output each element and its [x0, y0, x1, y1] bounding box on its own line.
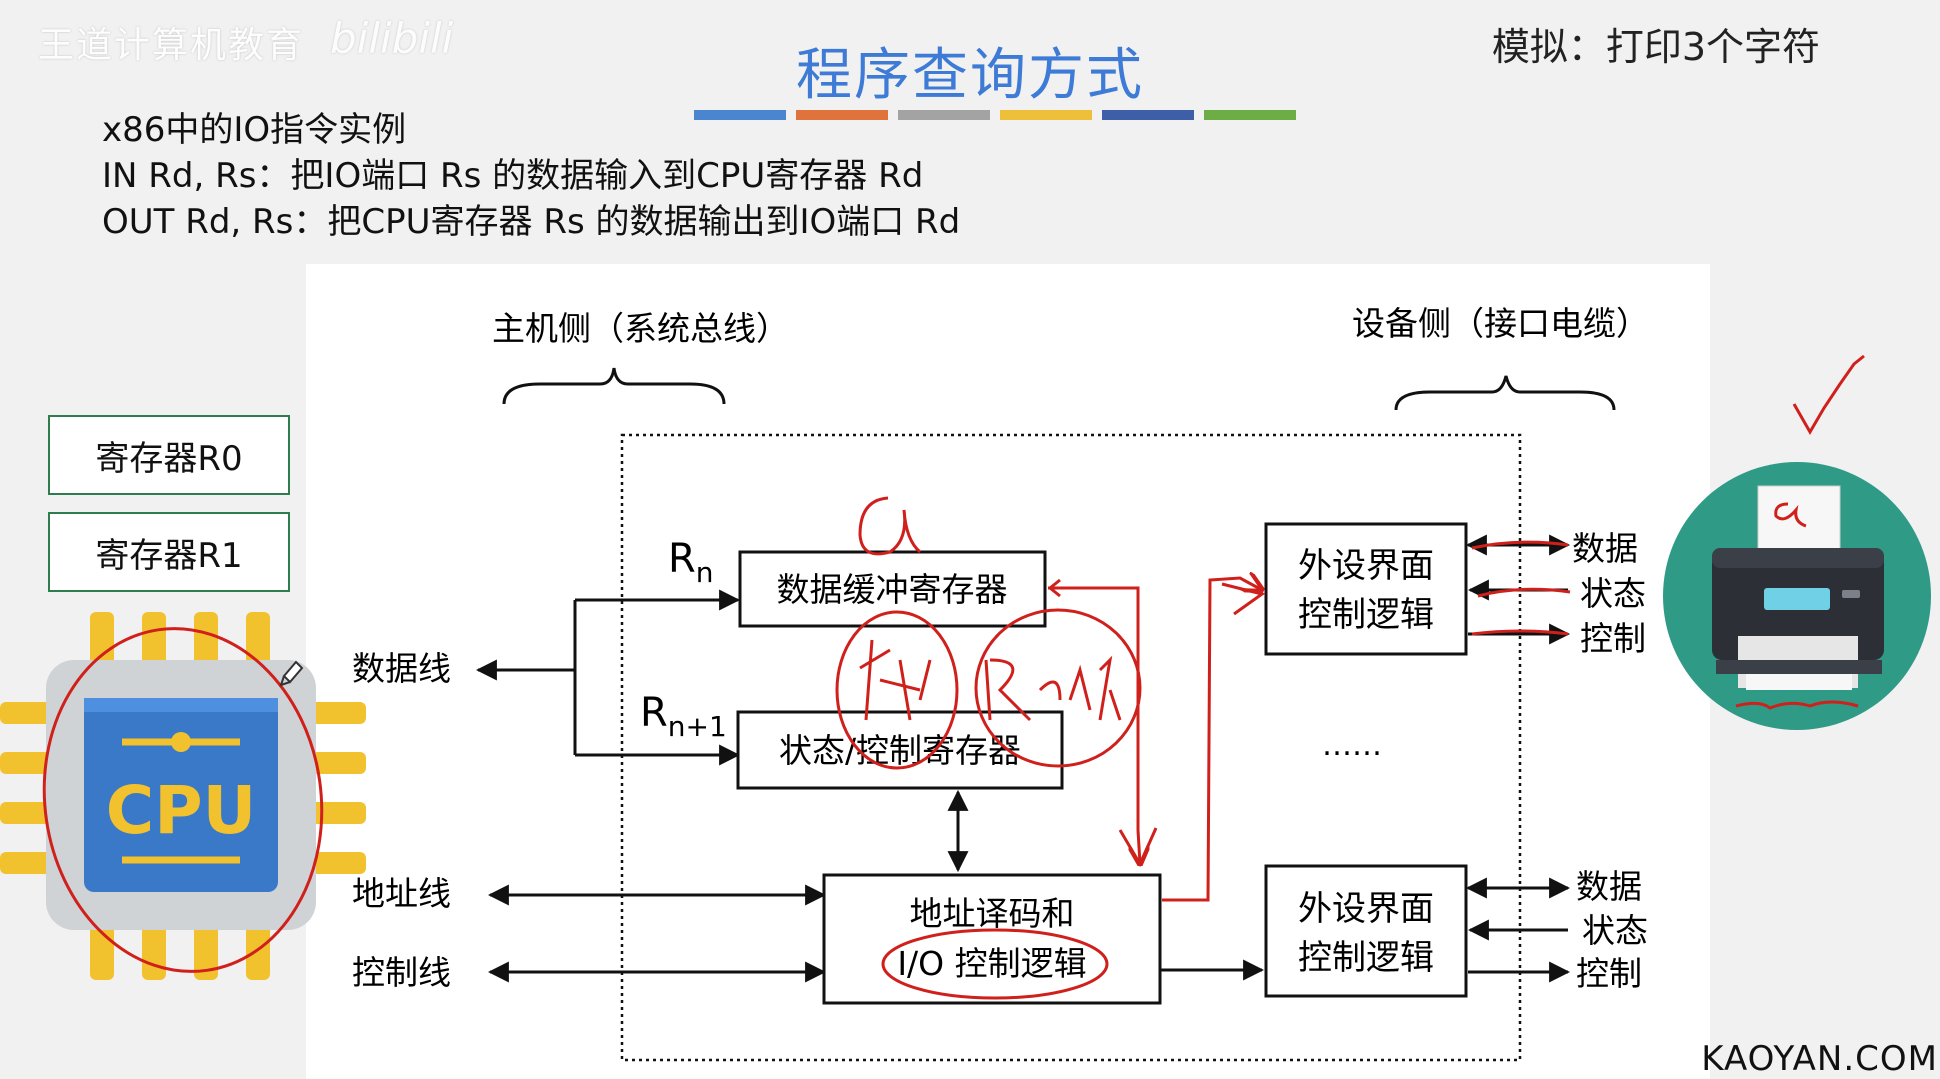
status-control-label: 状态/控制寄存器 [779, 731, 1021, 770]
device-side-bracket [1396, 376, 1614, 410]
footer-brand: KAOYAN.COM [1701, 1039, 1938, 1079]
signal-data-2: 数据 [1576, 867, 1642, 906]
rn1-label: Rn+1 [640, 690, 727, 743]
cpu-label: CPU [106, 772, 256, 849]
address-bus-label: 地址线 [352, 874, 451, 913]
device-ctrl-2-line2: 控制逻辑 [1298, 938, 1434, 978]
host-side-bracket [504, 368, 724, 404]
device-ctrl-1-line1: 外设界面 [1298, 546, 1434, 586]
rn-label: Rn [668, 536, 714, 589]
signal-control-1: 控制 [1580, 619, 1646, 658]
decoder-line2: I/O 控制逻辑 [897, 944, 1086, 983]
signal-control-2: 控制 [1576, 954, 1642, 993]
host-side-label: 主机侧（系统总线） [492, 309, 789, 348]
cpu-chip-icon: CPU [0, 612, 366, 980]
signal-status-2: 状态 [1582, 911, 1648, 950]
device-side-label: 设备侧（接口电缆） [1352, 304, 1649, 343]
control-bus-label: 控制线 [352, 953, 451, 992]
device-ctrl-1-line2: 控制逻辑 [1298, 595, 1434, 635]
decoder-line1: 地址译码和 [910, 894, 1075, 933]
ellipsis: …… [1322, 728, 1382, 763]
data-buffer-label: 数据缓冲寄存器 [777, 570, 1008, 609]
signal-status-1: 状态 [1580, 574, 1646, 613]
device-ctrl-2-line1: 外设界面 [1298, 889, 1434, 929]
data-bus-label: 数据线 [352, 649, 451, 688]
printer-icon [1663, 462, 1931, 730]
signal-data-1: 数据 [1572, 529, 1638, 568]
